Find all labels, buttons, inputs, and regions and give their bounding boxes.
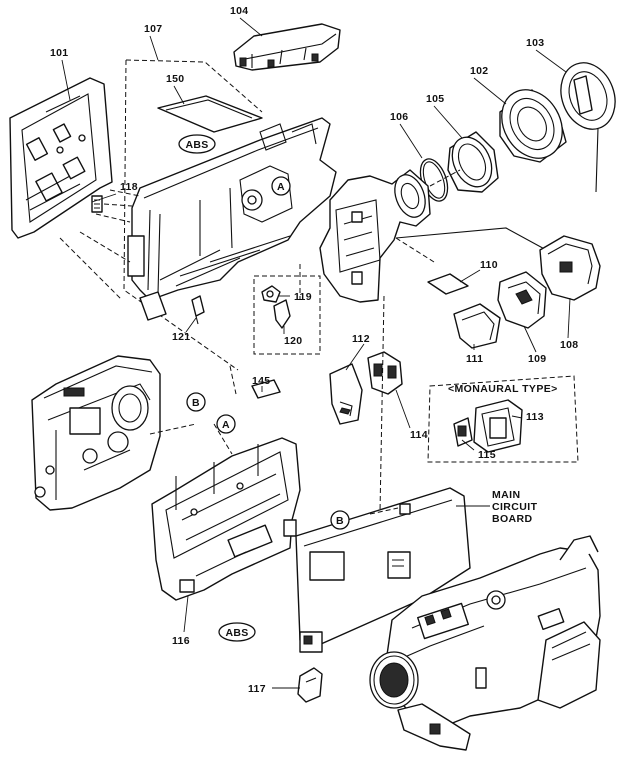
label-115: 115 xyxy=(478,449,496,461)
tape-mechanism xyxy=(31,355,161,511)
marker-a-upper: A xyxy=(271,176,291,196)
assembly-lines-lower xyxy=(149,365,237,455)
vertical-assembly-line xyxy=(379,295,385,513)
part-111-eyecup xyxy=(453,303,501,349)
leader-lines xyxy=(61,17,571,689)
lens-assembly xyxy=(319,169,461,303)
svg-text:A: A xyxy=(222,419,230,431)
part-117-clip xyxy=(297,667,323,703)
part-labels: 101 102 103 104 105 106 107 108 109 110 … xyxy=(50,5,578,695)
svg-text:<MONAURAL TYPE>: <MONAURAL TYPE> xyxy=(448,383,558,395)
label-118: 118 xyxy=(120,181,138,193)
part-150-strip xyxy=(157,95,263,133)
abs-label-upper: ABS xyxy=(178,134,216,154)
label-111: 111 xyxy=(466,353,483,365)
part-145-bracket xyxy=(251,379,281,399)
svg-text:A: A xyxy=(277,181,285,193)
label-104: 104 xyxy=(230,5,248,17)
camcorder-body xyxy=(369,535,601,751)
marker-b-board: B xyxy=(330,510,350,530)
part-112-bracket xyxy=(329,363,363,425)
label-117: 117 xyxy=(248,683,266,695)
svg-text:B: B xyxy=(192,397,200,409)
label-107: 107 xyxy=(144,23,162,35)
label-121: 121 xyxy=(172,331,190,343)
marker-b-left: B xyxy=(186,392,206,412)
part-102-lens-barrel xyxy=(499,89,567,163)
part-109-eyepiece xyxy=(497,271,547,329)
part-118-screw xyxy=(91,195,133,213)
label-103: 103 xyxy=(526,37,544,49)
part-108-viewfinder-housing xyxy=(539,235,601,301)
label-119: 119 xyxy=(294,291,312,303)
part-110-shade xyxy=(427,273,469,295)
label-150: 150 xyxy=(166,73,184,85)
monaural-type-callout: <MONAURAL TYPE> xyxy=(448,383,558,395)
svg-text:BOARD: BOARD xyxy=(492,513,533,525)
svg-text:ABS: ABS xyxy=(225,627,248,639)
abs-label-lower: ABS xyxy=(218,622,256,642)
part-101-side-panel xyxy=(9,77,113,239)
label-108: 108 xyxy=(560,339,578,351)
upper-chassis xyxy=(127,117,337,321)
part-121-screw xyxy=(191,295,205,325)
label-101: 101 xyxy=(50,47,68,59)
marker-a-lower: A xyxy=(216,414,236,434)
svg-text:MAIN: MAIN xyxy=(492,489,520,501)
part-104-top-cover xyxy=(233,23,341,71)
assembly-lines-left xyxy=(59,189,141,301)
svg-text:B: B xyxy=(336,515,344,527)
part-120-lever xyxy=(253,275,321,355)
label-113: 113 xyxy=(526,411,544,423)
monaural-box xyxy=(427,375,579,463)
label-106: 106 xyxy=(390,111,408,123)
label-116: 116 xyxy=(172,635,190,647)
label-105: 105 xyxy=(426,93,444,105)
part-119-latch xyxy=(261,285,281,303)
main-circuit-board-callout: MAIN CIRCUIT BOARD xyxy=(492,489,538,525)
label-112: 112 xyxy=(352,333,370,345)
part-103-lens-cap xyxy=(560,62,616,193)
part-113-mic-unit xyxy=(473,399,523,453)
part-116-lower-frame xyxy=(151,437,301,601)
label-102: 102 xyxy=(470,65,488,77)
label-114: 114 xyxy=(410,429,428,441)
svg-text:CIRCUIT: CIRCUIT xyxy=(492,501,538,513)
label-120: 120 xyxy=(284,335,302,347)
label-145: 145 xyxy=(252,375,270,387)
leader-108-group xyxy=(395,227,551,253)
label-110: 110 xyxy=(480,259,498,271)
part-115-jack xyxy=(453,417,473,447)
label-109: 109 xyxy=(528,353,546,365)
part-107-group-outline xyxy=(123,59,301,371)
svg-text:ABS: ABS xyxy=(185,139,208,151)
part-105-lens-ring xyxy=(447,131,499,193)
part-114-clip xyxy=(367,351,403,395)
